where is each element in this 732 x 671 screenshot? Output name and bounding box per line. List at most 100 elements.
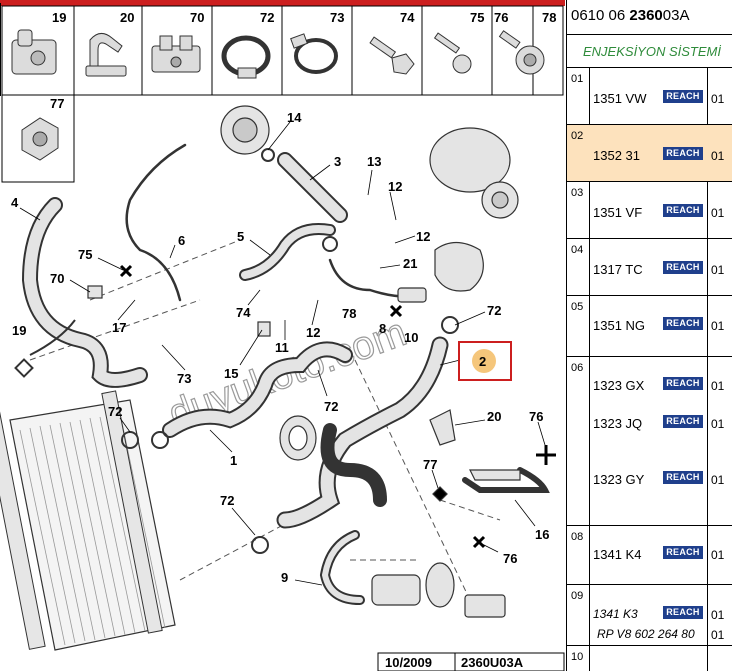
row-number: 02	[571, 130, 584, 142]
ref-suffix: 03A	[662, 7, 690, 24]
clip-15-drawing	[257, 321, 271, 337]
callout-label: 20	[487, 409, 501, 424]
marker-cross-75	[119, 264, 133, 278]
clip-part-icon	[11, 29, 57, 75]
thermostat-housing-drawing	[397, 241, 484, 303]
part-number[interactable]: 1352 31	[593, 148, 640, 163]
part-quantity: 01	[711, 608, 725, 622]
thumbnail-grid	[1, 5, 564, 183]
reach-badge: REACH	[663, 90, 703, 103]
column-divider	[707, 68, 708, 671]
part-row-selected[interactable]: 02 1352 31 REACH 01	[567, 125, 732, 182]
part-row[interactable]: 08 1341 K4 REACH 01	[567, 526, 732, 585]
reach-badge: REACH	[663, 377, 703, 390]
callout-label: 12	[416, 229, 430, 244]
marker-cross-78	[389, 304, 403, 318]
throttle-body-drawing	[220, 105, 270, 155]
callout-label: 21	[403, 256, 417, 271]
part-row[interactable]: 04 1317 TC REACH 01	[567, 239, 732, 296]
part-number[interactable]: 1323 GX	[593, 378, 645, 393]
callout-label: 10	[404, 330, 418, 345]
thumb-label: 75	[470, 10, 484, 25]
thumb-label: 76	[494, 10, 508, 25]
callout-label: 11	[275, 340, 289, 355]
callout-label: 13	[367, 154, 381, 169]
marker-cross-76	[472, 535, 486, 549]
reach-badge: REACH	[663, 415, 703, 428]
pipe-16	[462, 467, 550, 493]
reach-badge: REACH	[663, 204, 703, 217]
spring-clamp-icon	[290, 33, 338, 74]
reach-badge: REACH	[663, 606, 703, 619]
thumb-label: 19	[52, 10, 66, 25]
row-number: 05	[571, 301, 584, 313]
row-number: 01	[571, 73, 584, 85]
footer-code: 2360U03A	[461, 655, 524, 670]
radiator-drawing	[0, 390, 176, 651]
ref-main: 2360	[629, 7, 663, 24]
callout-label: 3	[334, 154, 341, 169]
row-number: 09	[571, 590, 584, 602]
thumb-label: 72	[260, 10, 274, 25]
callout-label: 72	[324, 399, 338, 414]
part-number[interactable]: 1351 VW	[593, 91, 647, 106]
column-divider	[589, 68, 590, 671]
clamp-72-drawing	[151, 431, 169, 449]
thumb-label: 78	[542, 10, 556, 25]
part-number[interactable]: 1351 NG	[593, 318, 646, 333]
callout-label: 78	[342, 306, 356, 321]
clip-77-drawing	[432, 486, 448, 502]
hose-9	[319, 530, 365, 605]
marker-plus-76	[536, 445, 556, 465]
callout-label: 17	[112, 320, 126, 335]
part-row[interactable]: 05 1351 NG REACH 01	[567, 296, 732, 357]
hoses	[21, 143, 550, 605]
part-number[interactable]: 1351 VF	[593, 205, 643, 220]
footer-box	[377, 652, 565, 671]
highlight-part-2[interactable]: 2	[458, 341, 512, 381]
bracket-16-drawing	[469, 469, 521, 481]
part-quantity: 01	[711, 149, 725, 163]
callout-label: 75	[78, 247, 92, 262]
callout-label: 8	[379, 321, 386, 336]
part-number[interactable]: 1341 K3	[593, 607, 638, 621]
part-quantity: 01	[711, 263, 725, 277]
clamp-72-drawing	[441, 316, 459, 334]
part-row[interactable]: 10	[567, 646, 732, 671]
parts-diagram: 19 20 70 72 73 74 75 76 78 77 duyukoto.c…	[0, 0, 565, 671]
footer-date: 10/2009	[385, 655, 432, 670]
part-row[interactable]: 01 1351 VW REACH 01	[567, 68, 732, 125]
part-number[interactable]: 1323 GY	[593, 472, 645, 487]
part-reference[interactable]: RP V8 602 264 80	[597, 627, 695, 641]
part-quantity: 01	[711, 206, 725, 220]
clamp-20-drawing	[429, 409, 456, 446]
hose-clamp-drawing	[279, 415, 317, 461]
part-quantity: 01	[711, 319, 725, 333]
hose-4	[21, 197, 148, 388]
hose-5	[239, 223, 336, 281]
part-number[interactable]: 1323 JQ	[593, 416, 643, 431]
callout-leaders	[19, 121, 546, 586]
callout-label: 72	[220, 493, 234, 508]
part-quantity: 01	[711, 379, 725, 393]
clamp-72-drawing	[251, 536, 269, 554]
reach-badge: REACH	[663, 261, 703, 274]
ref-prefix: 0610 06	[571, 7, 626, 24]
part-quantity: 01	[711, 92, 725, 106]
callout-label: 5	[237, 229, 244, 244]
part-row[interactable]: 09 1341 K3 REACH 01 RP V8 602 264 80 01	[567, 585, 732, 646]
part-number[interactable]: 1341 K4	[593, 547, 642, 562]
clip-70-drawing	[87, 285, 103, 299]
thumb-label: 70	[190, 10, 204, 25]
part-row[interactable]: 03 1351 VF REACH 01	[567, 182, 732, 239]
turbocharger-drawing	[429, 127, 519, 219]
leader-19	[29, 319, 76, 356]
part-number[interactable]: 1317 TC	[593, 262, 643, 277]
callout-label: 4	[11, 195, 19, 210]
part-row[interactable]: 06 1323 GX REACH 01 1323 JQ REACH 01 132…	[567, 357, 732, 526]
callout-label: 19	[12, 323, 26, 338]
callout-label: 9	[281, 570, 288, 585]
bolt-icon	[369, 36, 415, 75]
callout-label: 14	[287, 110, 302, 125]
thumb-label: 77	[50, 96, 64, 111]
